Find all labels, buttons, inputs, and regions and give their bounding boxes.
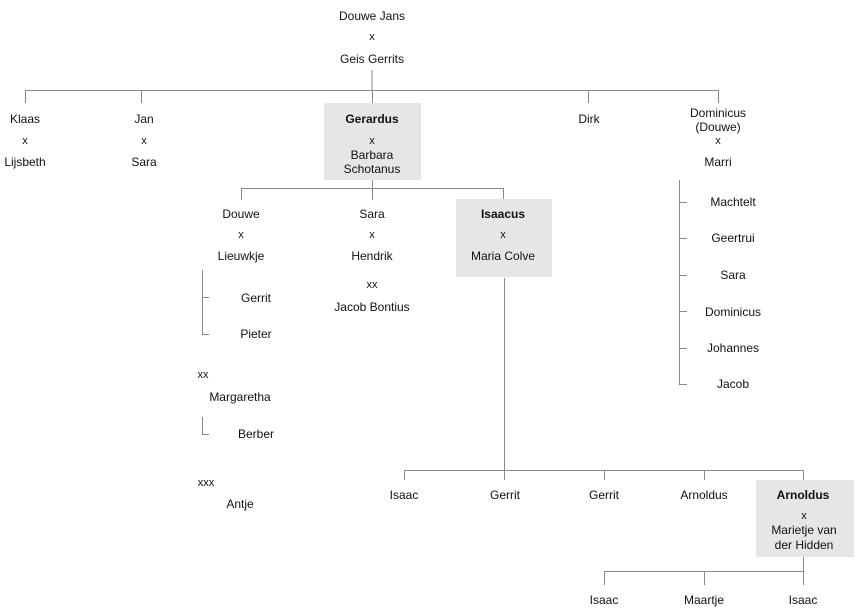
spouse-jacob-bontius: Jacob Bontius	[334, 300, 410, 314]
person-maartje: Maartje	[683, 593, 725, 607]
person-gerrit: Gerrit	[490, 488, 520, 502]
person-jan: Jan	[134, 112, 154, 126]
person-dominicus: Dominicus	[689, 106, 747, 120]
spouse-der-hidden: der Hidden	[774, 538, 834, 552]
root-spouse: Geis Gerrits	[339, 52, 405, 66]
spouse-lijsbeth: Lijsbeth	[4, 155, 46, 169]
marriage-marker: x	[715, 135, 721, 147]
second-marriage-marker: xx	[366, 279, 378, 291]
marriage-marker: x	[238, 229, 244, 241]
marriage-marker: x	[22, 135, 28, 147]
person-isaac: Isaac	[589, 593, 619, 607]
child-dominicus: Dominicus	[704, 305, 762, 319]
person-arnoldus: Arnoldus	[680, 488, 728, 502]
arnoldus-box	[756, 480, 854, 557]
person-klaas: Klaas	[9, 112, 41, 126]
person-arnoldus-highlighted: Arnoldus	[776, 488, 830, 502]
marriage-marker: x	[141, 135, 147, 147]
person-douwe: Douwe	[222, 207, 260, 221]
spouse-maria-colve: Maria Colve	[470, 249, 536, 263]
spouse-marietje: Marietje van	[771, 523, 837, 537]
child-pieter: Pieter	[240, 327, 272, 341]
spouse-lieuwkje: Lieuwkje	[217, 249, 265, 263]
person-isaac: Isaac	[389, 488, 419, 502]
child-sara: Sara	[720, 268, 746, 282]
marriage-marker: x	[801, 510, 807, 522]
spouse-sara: Sara	[131, 155, 157, 169]
child-johannes: Johannes	[706, 341, 760, 355]
child-jacob: Jacob	[716, 377, 750, 391]
person-dirk: Dirk	[578, 112, 600, 126]
person-sara: Sara	[359, 207, 385, 221]
person-gerardus: Gerardus	[345, 112, 399, 126]
child-geertrui: Geertrui	[711, 231, 755, 245]
spouse-hendrik: Hendrik	[351, 249, 393, 263]
spouse-barbara: Barbara	[350, 148, 394, 162]
second-marriage-marker: xx	[197, 369, 209, 381]
person-dominicus-alias: (Douwe)	[695, 120, 741, 134]
child-berber: Berber	[237, 427, 275, 441]
third-marriage-marker: xxx	[197, 477, 215, 489]
person-isaac: Isaac	[788, 593, 818, 607]
person-gerrit: Gerrit	[589, 488, 619, 502]
person-isaacus: Isaacus	[480, 207, 526, 221]
spouse-margaretha: Margaretha	[209, 390, 271, 404]
marriage-marker: x	[369, 135, 375, 147]
isaacus-box	[456, 199, 552, 277]
gerardus-box	[324, 103, 421, 180]
spouse-schotanus: Schotanus	[343, 162, 401, 176]
spouse-marri: Marri	[704, 155, 732, 169]
root-name: Douwe Jans	[338, 9, 406, 23]
child-machtelt: Machtelt	[710, 195, 756, 209]
spouse-antje: Antje	[226, 497, 254, 511]
child-gerrit: Gerrit	[241, 291, 271, 305]
marriage-marker: x	[500, 229, 506, 241]
marriage-marker: x	[369, 31, 375, 43]
marriage-marker: x	[369, 229, 375, 241]
